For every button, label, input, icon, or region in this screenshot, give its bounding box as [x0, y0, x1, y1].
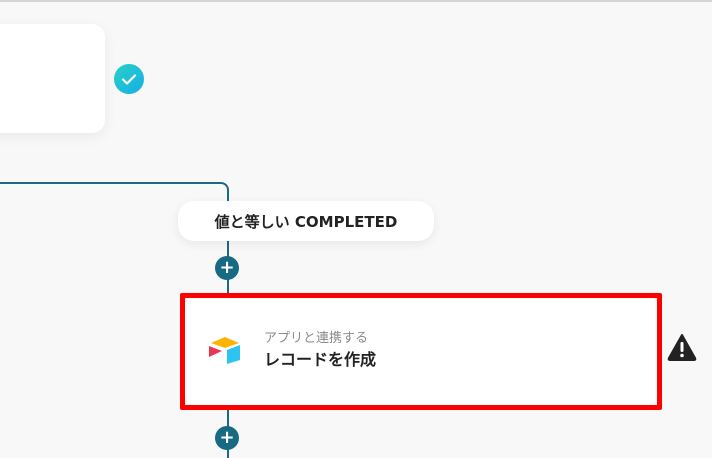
- step-subtitle: アプリと連携する: [264, 331, 369, 346]
- step-title: レコードを作成: [264, 350, 377, 369]
- add-step-button-bottom[interactable]: +: [215, 426, 239, 450]
- highlight-box: [180, 293, 662, 410]
- add-step-button[interactable]: +: [215, 256, 239, 280]
- condition-pill[interactable]: 値と等しい COMPLETED: [178, 201, 434, 241]
- check-circle-icon: [114, 64, 144, 94]
- airtable-logo-icon: [207, 335, 243, 369]
- condition-label: 値と等しい COMPLETED: [214, 212, 398, 231]
- step-card-create-record[interactable]: [185, 297, 657, 405]
- top-divider: [0, 0, 712, 2]
- previous-step-card[interactable]: [0, 24, 105, 133]
- warning-icon[interactable]: [667, 333, 697, 365]
